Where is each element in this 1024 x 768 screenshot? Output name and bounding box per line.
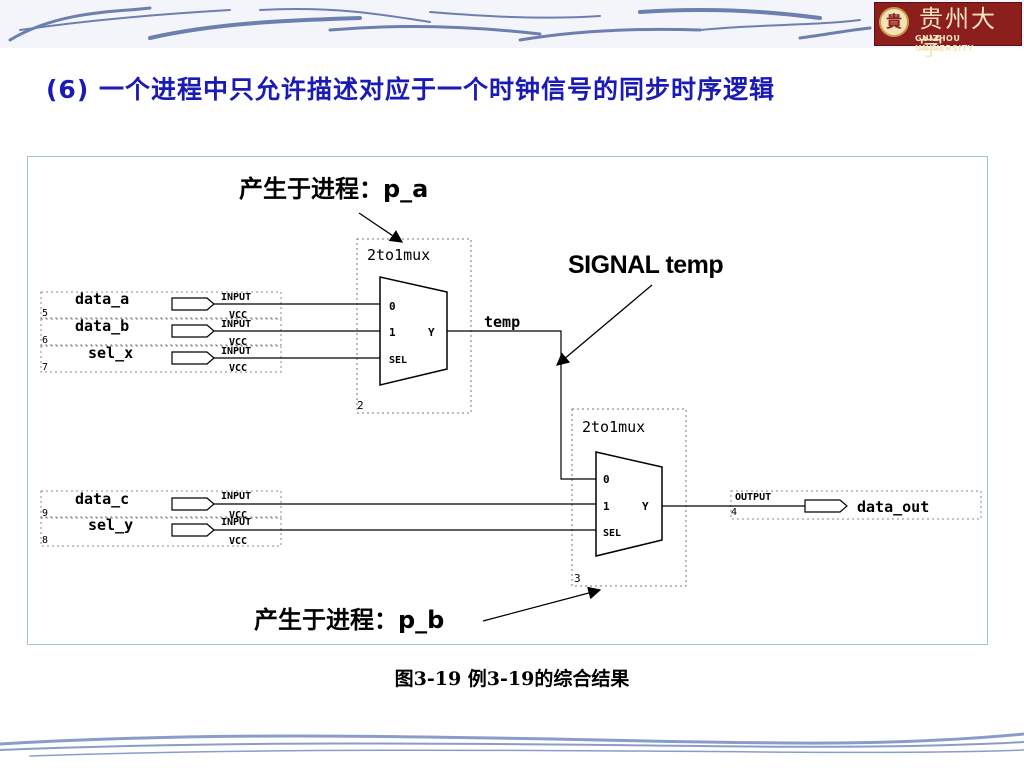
- wire-temp: [447, 330, 596, 480]
- mux-top-port-1: 1: [389, 326, 396, 339]
- mux-top-bounding-box: [356, 238, 472, 414]
- slide-title: (6) 一个进程中只允许描述对应于一个时钟信号的同步时序逻辑: [46, 75, 775, 104]
- input-pin-sel-x: 7: [42, 362, 48, 373]
- university-seal-icon: 貴: [879, 7, 909, 37]
- mux-top-id: 2: [357, 399, 364, 412]
- input-pin-data-b: 6: [42, 335, 48, 346]
- input-pin-data-c: 9: [42, 508, 48, 519]
- input-vcc-sel-y: VCC: [229, 536, 247, 547]
- output-name-data-out: data_out: [857, 498, 929, 516]
- university-name-cn: 贵州大学: [919, 5, 997, 61]
- university-logo: 貴 贵州大学 GUIZHOU UNIVERSITY: [874, 2, 1022, 61]
- header-banner: [0, 0, 1024, 48]
- mux-bottom-bounding-box: [571, 408, 687, 587]
- input-box-sel-x: [40, 345, 282, 373]
- university-name-en: GUIZHOU UNIVERSITY: [915, 34, 974, 53]
- schematic-diagram: 产生于进程：p_a SIGNAL temp 产生于进程：p_b 2to1mux …: [40, 175, 982, 634]
- footer-decoration: [0, 732, 1024, 757]
- mux-bottom-id: 3: [574, 572, 581, 585]
- mux-top-port-sel: SEL: [389, 355, 407, 366]
- mux-bottom-label: 2to1mux: [582, 418, 645, 436]
- input-box-data-b: [40, 318, 282, 346]
- input-pin-sel-y: 8: [42, 535, 48, 546]
- input-vcc-data-a: VCC: [229, 310, 247, 321]
- input-name-sel-x: sel_x: [88, 344, 133, 362]
- annotation-process-pb: 产生于进程：p_b: [254, 606, 444, 634]
- output-pin-data-out: 4: [731, 507, 737, 518]
- input-type-data-b: INPUT: [221, 319, 251, 330]
- input-pin-data-a: 5: [42, 308, 48, 319]
- mux-bottom-shape: [595, 451, 663, 557]
- input-type-data-a: INPUT: [221, 292, 251, 303]
- annotation-process-pa: 产生于进程：p_a: [239, 175, 428, 203]
- mux-bottom-port-y: Y: [642, 500, 649, 513]
- input-type-data-c: INPUT: [221, 491, 251, 502]
- input-vcc-data-b: VCC: [229, 337, 247, 348]
- mux-top-shape: [379, 276, 448, 386]
- input-type-sel-y: INPUT: [221, 517, 251, 528]
- mux-bottom-port-sel: SEL: [603, 528, 621, 539]
- mux-top-label: 2to1mux: [367, 246, 430, 264]
- arrow-pb: [482, 586, 602, 622]
- input-buffer-data-b: [171, 324, 215, 338]
- schematic-panel: 产生于进程：p_a SIGNAL temp 产生于进程：p_b 2to1mux …: [27, 156, 988, 645]
- output-buffer-data-out: [804, 499, 848, 513]
- input-name-data-a: data_a: [75, 290, 129, 308]
- arrow-signal-temp: [556, 284, 653, 366]
- output-type-data-out: OUTPUT: [735, 492, 771, 503]
- figure-caption: 图3-19 例3-19的综合结果: [394, 668, 630, 690]
- output-box-data-out: [730, 490, 982, 520]
- input-name-sel-y: sel_y: [88, 516, 133, 534]
- input-name-data-c: data_c: [75, 490, 129, 508]
- annotation-signal-temp: SIGNAL temp: [568, 251, 723, 279]
- input-vcc-data-c: VCC: [229, 510, 247, 521]
- input-type-sel-x: INPUT: [221, 346, 251, 357]
- mux-top-port-y: Y: [428, 326, 435, 339]
- input-box-data-a: [40, 291, 282, 319]
- input-buffer-data-c: [171, 497, 215, 511]
- input-buffer-data-a: [171, 297, 215, 311]
- mux-bottom-port-0: 0: [603, 473, 610, 486]
- input-buffer-sel-x: [171, 351, 215, 365]
- mux-top-port-0: 0: [389, 300, 396, 313]
- arrow-pa: [358, 212, 404, 243]
- input-vcc-sel-x: VCC: [229, 363, 247, 374]
- mux-bottom-port-1: 1: [603, 500, 610, 513]
- input-box-data-c: [40, 490, 282, 518]
- input-buffer-sel-y: [171, 523, 215, 537]
- input-box-sel-y: [40, 517, 282, 547]
- input-name-data-b: data_b: [75, 317, 129, 335]
- net-label-temp: temp: [484, 313, 520, 331]
